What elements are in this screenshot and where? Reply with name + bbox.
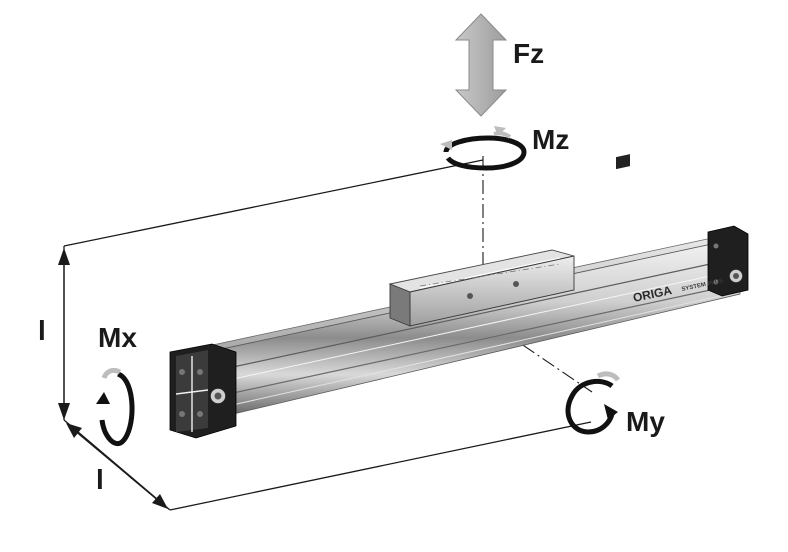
mx-label: Mx <box>98 322 137 353</box>
mz-label: Mz <box>532 124 570 155</box>
actuator: ORIGA SYSTEM PLUS <box>169 154 749 439</box>
my-label: My <box>626 406 665 437</box>
fz-label: Fz <box>513 38 545 69</box>
fz-arrow-icon <box>454 13 508 117</box>
dimension-label-depth: l <box>96 464 104 495</box>
dimension-label-vertical: l <box>38 315 46 346</box>
mx-rotation-icon <box>96 367 135 446</box>
mz-rotation-icon <box>440 126 527 171</box>
dim-arrow-depth <box>73 429 161 503</box>
frame-top-line <box>63 159 484 247</box>
my-rotation-icon <box>565 371 621 435</box>
brand-plate <box>616 154 630 170</box>
frame-bottom-line <box>169 421 592 511</box>
dimension-arrows <box>58 248 168 509</box>
y-axis <box>482 317 593 393</box>
